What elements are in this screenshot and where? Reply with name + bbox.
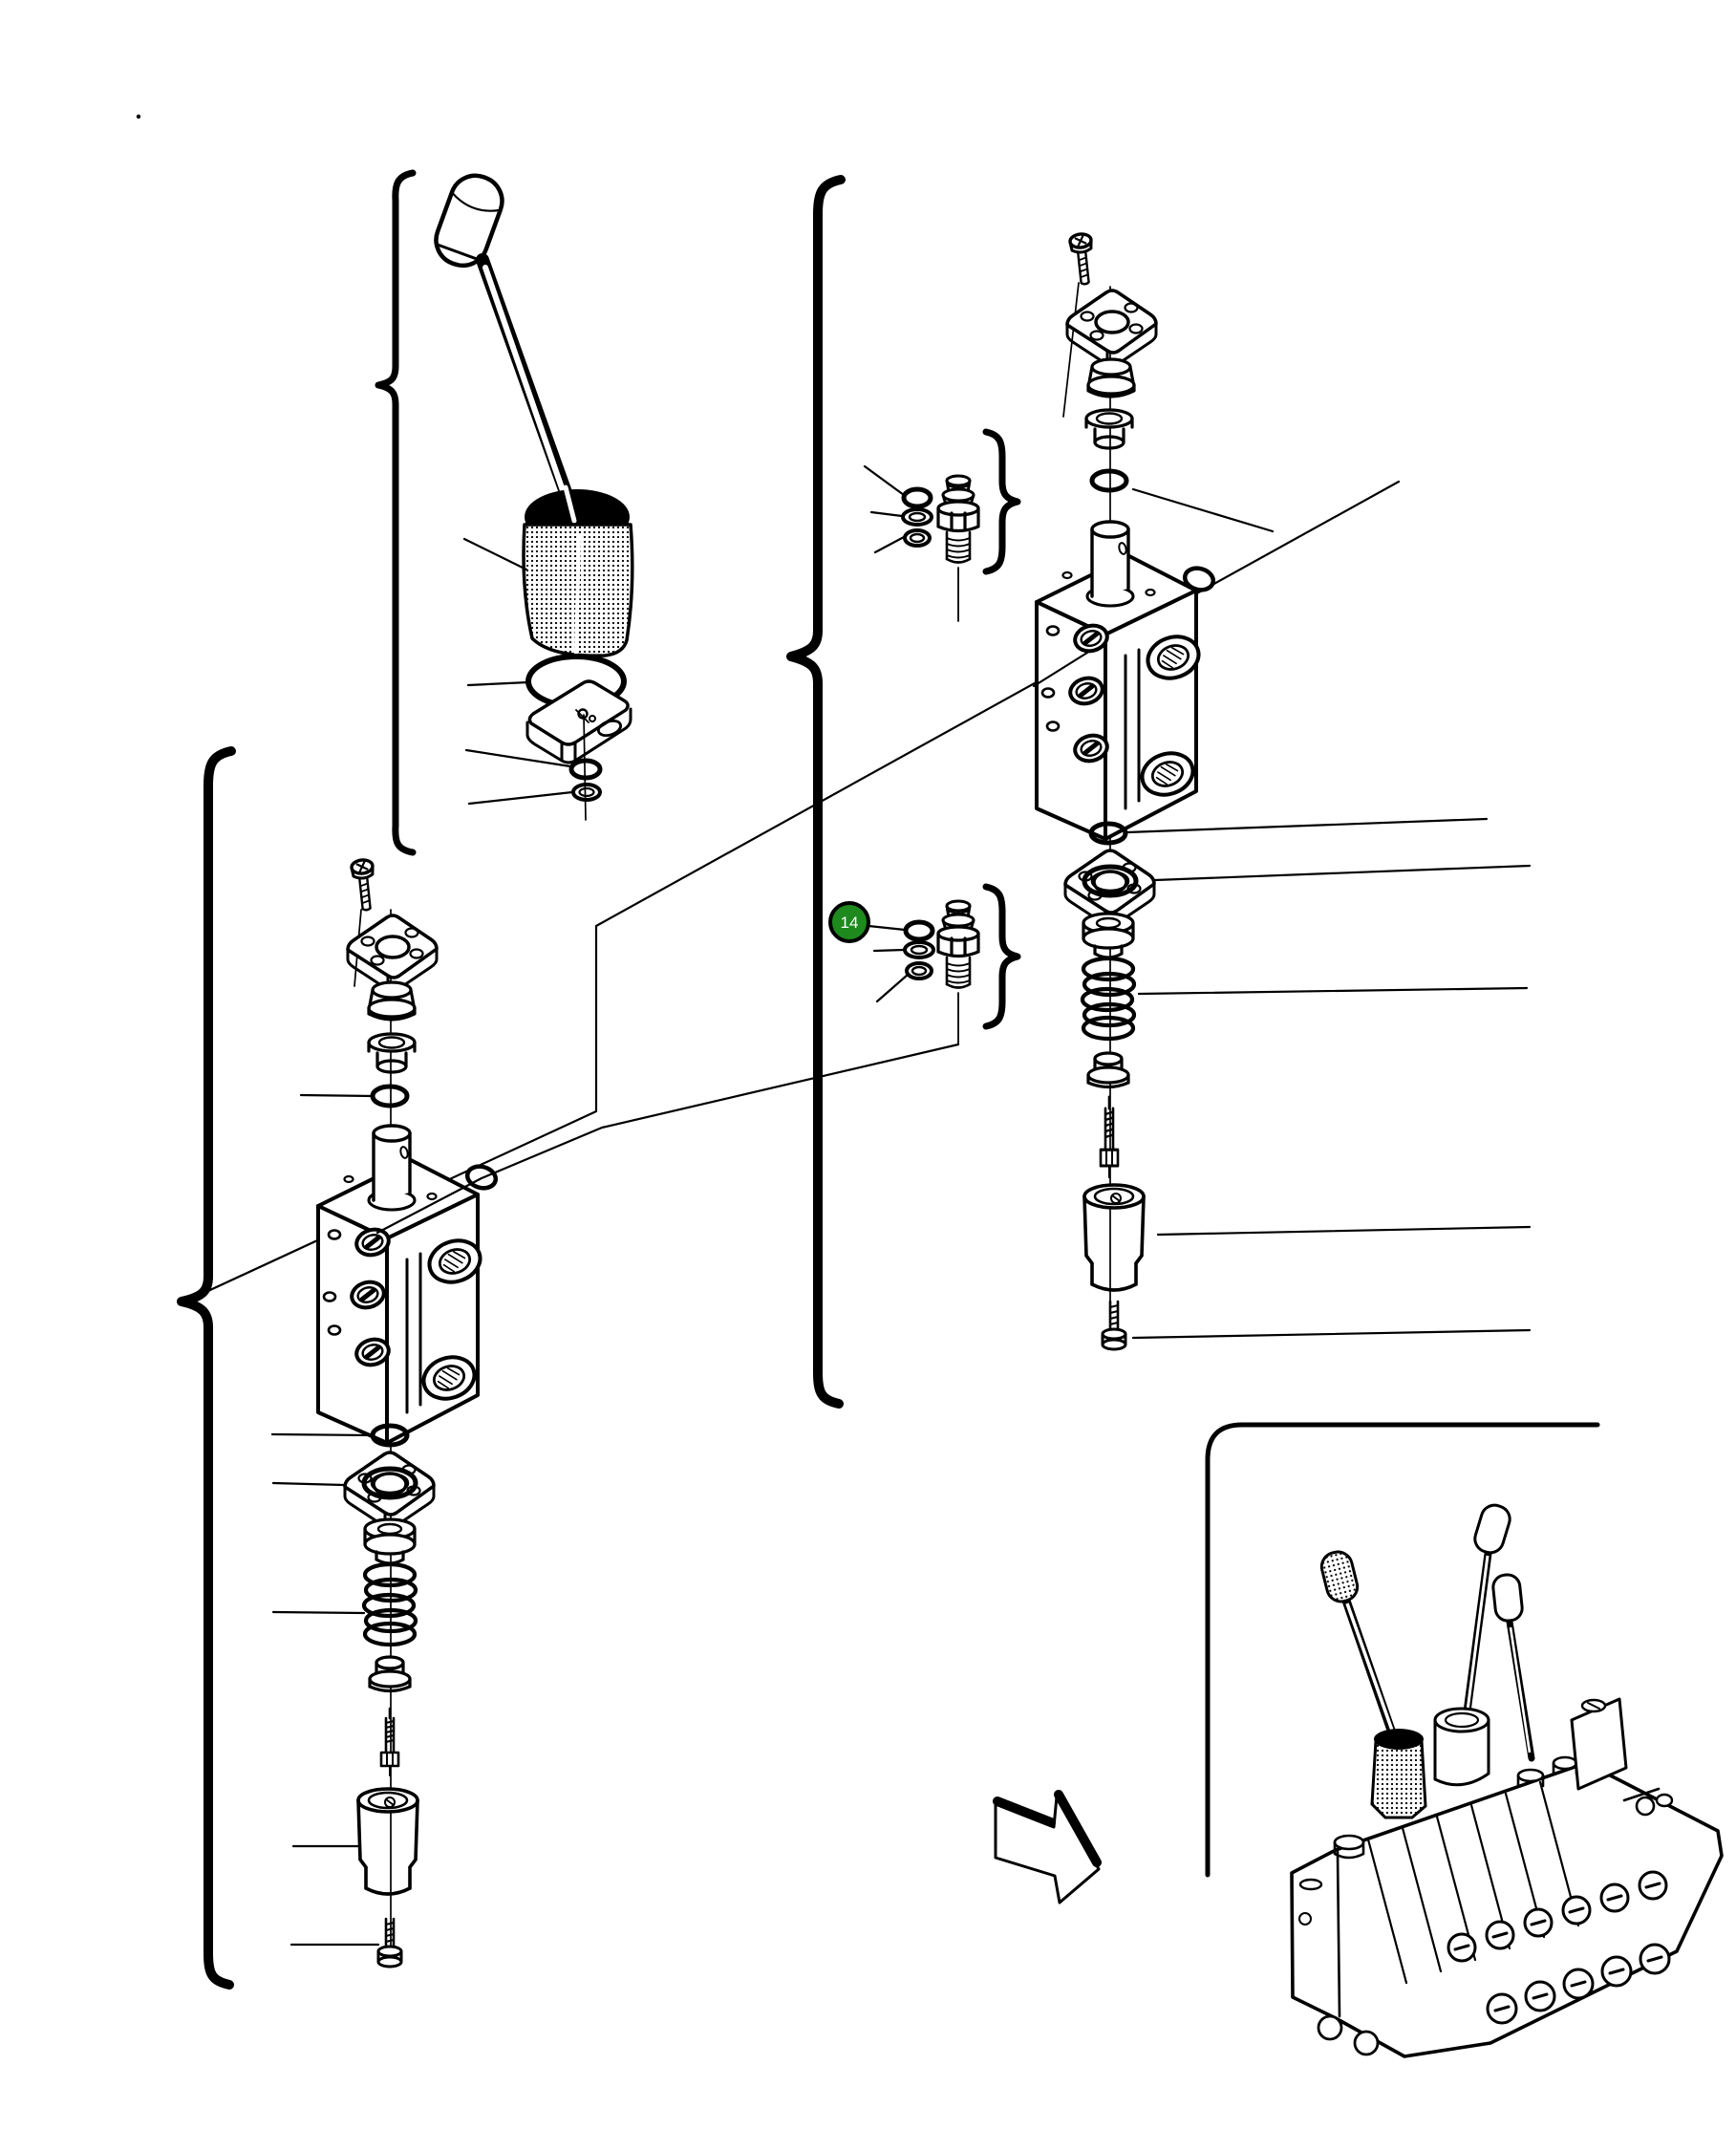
direction-arrow-icon [993,1790,1102,1904]
adjusting-rod [1099,1095,1120,1179]
leader-line [271,1610,366,1615]
cap-bolt [1101,1300,1127,1351]
valve-bank-assembly [1290,1503,1724,2058]
leader-line [867,924,907,932]
cross-reference-line-2 [375,1043,960,1235]
relief-fitting [936,899,980,990]
lever-shaft [476,253,578,527]
mounting-flange-upper [1065,289,1158,368]
relief-fitting [936,474,980,565]
spring-seat [363,1517,417,1565]
right-section-brace [786,175,846,1409]
leader-line [299,1093,375,1098]
callout-14[interactable]: 14 [828,901,870,943]
seal-kit-bottom-group: 14 [828,887,1018,1045]
mounting-flange-upper [346,914,439,993]
leader-line [466,680,530,687]
lever-knob [434,173,504,269]
bank-solenoid [1570,1697,1628,1791]
seal-kit-brace [986,887,1018,1026]
seal-cap-upper [1086,357,1136,398]
inset-group [993,1422,1724,2058]
seal-cap-upper [367,980,417,1022]
leader-line [1137,986,1529,996]
bank-round-cap [1433,1707,1490,1787]
spool-end-piece [368,1655,412,1693]
mounting-flange-lower [345,1452,434,1528]
spring-seat [1082,912,1135,959]
leader-line [1131,1328,1532,1340]
bank-end-plate-line [1336,1850,1341,2018]
right-valve-section-group [1037,231,1532,1351]
leader-line [1153,864,1532,882]
leader-line [464,748,572,768]
seal-cap-lower [367,1032,417,1074]
centerline [583,714,587,821]
port-leader-stub [1032,651,1089,688]
bank-outline [1290,1761,1724,2058]
end-cap [356,1787,419,1896]
oring-small-2 [571,783,602,802]
inset-border [1205,1422,1600,1878]
bolt-axis-line [1062,282,1080,418]
oring-stack [905,922,933,979]
left-section-brace [177,746,236,1990]
callout-circle[interactable] [828,901,870,943]
flange-bolt [349,857,379,914]
leader-line [872,948,906,953]
leader-line [1125,817,1489,834]
bank-lever-2 [1463,1503,1511,1719]
bank-boot [1370,1729,1427,1819]
valve-body [1037,522,1204,839]
leader-line [270,1432,375,1437]
spool-end-piece [1086,1051,1130,1089]
end-cap [1082,1183,1146,1292]
lever-assembly-group [434,173,634,821]
return-spring [364,1564,416,1645]
bank-relief-valve [1622,1787,1674,1817]
leader-line [875,973,910,1003]
oring-small-1 [568,758,603,781]
cross-reference-line-1 [183,480,1401,1303]
return-spring [1082,958,1134,1039]
leader-line [1156,1225,1532,1237]
oring-upper [1092,471,1126,490]
oring-stack [903,489,932,546]
seal-cap-lower [1084,408,1134,450]
bank-port-bosses-lower [1486,1943,1671,2025]
seal-kit-brace [986,432,1018,571]
leader-line [1131,487,1275,533]
leader-line [467,790,574,806]
leader-line [271,1481,346,1487]
leader-line [863,464,906,497]
bank-lever-1 [1319,1550,1402,1752]
cover-plate [525,679,632,764]
leader-line [873,535,906,554]
print-dot [136,114,141,119]
left-valve-section-group [270,857,498,1969]
seal-kit-top-group [863,432,1018,622]
callout-label: 14 [841,914,859,932]
bank-end-details [1298,1878,1380,2056]
rubber-boot [522,484,634,657]
flange-bolt [1067,231,1098,288]
lever-assembly-brace [375,169,417,856]
cap-bolt [376,1917,403,1969]
adjusting-rod [379,1707,400,1777]
bank-lever-3 [1491,1573,1535,1762]
leader-line [869,510,904,518]
oring-upper [373,1087,407,1106]
leader-line [462,537,528,571]
bank-port-bosses-upper [1447,1870,1668,1963]
